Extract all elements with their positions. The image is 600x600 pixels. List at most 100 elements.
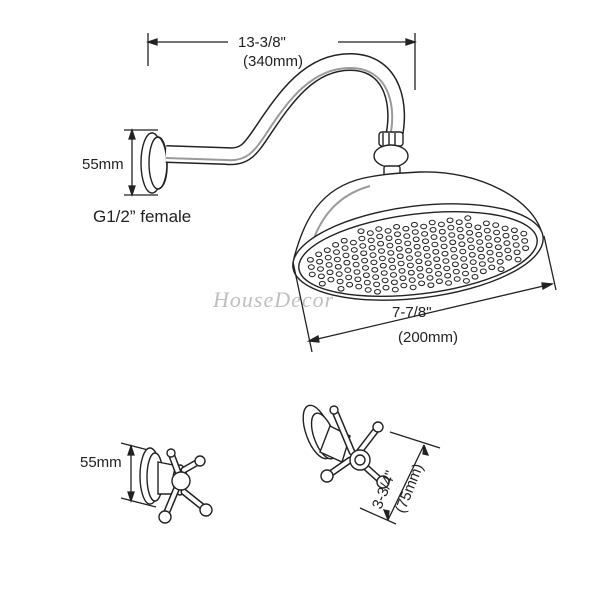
nozzle-hole [462,278,470,284]
nozzle-hole [453,276,461,282]
nozzle-hole [369,252,377,258]
nozzle-hole [391,286,399,293]
nozzle-hole [424,260,432,267]
nozzle-hole [400,282,408,289]
ball-joint [373,131,409,177]
nozzle-hole [483,227,491,234]
nozzle-hole [492,222,500,228]
nozzle-hole [360,250,368,256]
nozzle-hole [512,242,520,248]
nozzle-hole [340,237,348,244]
nozzle-hole [357,228,365,234]
nozzle-hole [503,240,511,246]
nozzle-hole [342,252,350,259]
nozzle-hole [484,235,492,241]
nozzle-hole [306,257,314,263]
nozzle-hole [511,234,519,241]
nozzle-hole [432,249,440,255]
nozzle-hole [362,265,369,271]
nozzle-hole [466,230,474,236]
nozzle-hole [521,238,529,244]
nozzle-hole [452,268,460,275]
nozzle-hole [363,279,371,286]
nozzle-hole [477,246,485,253]
nozzle-hole [479,268,487,275]
nozzle-hole [394,238,402,245]
nozzle-hole [324,254,332,261]
nozzle-hole [317,273,325,280]
nozzle-hole [327,276,335,283]
nozzle-hole [352,261,360,268]
nozzle-hole [440,243,448,250]
nozzle-hole [308,271,316,278]
nozzle-hole [427,282,435,289]
nozzle-hole [371,267,379,273]
nozzle-hole [458,241,466,247]
nozzle-hole [478,261,486,267]
nozzle-hole [414,251,422,257]
nozzle-hole [367,237,375,244]
nozzle-hole [451,254,458,260]
nozzle-hole [496,259,504,265]
nozzle-hole [323,247,331,253]
nozzle-hole [444,272,452,279]
nozzle-hole [335,271,343,277]
nozzle-hole [389,264,397,271]
nozzle-hole [378,248,385,254]
nozzle-hole [494,244,502,250]
nozzle-hole [381,277,389,284]
nozzle-hole [462,270,469,277]
nozzle-hole [332,242,340,248]
nozzle-hole [378,255,386,262]
nozzle-hole [448,232,456,238]
nozzle-hole [390,279,398,286]
nozzle-hole [468,252,476,258]
nozzle-hole [393,224,401,230]
nozzle-hole [337,286,345,292]
nozzle-hole [405,247,413,254]
nozzle-hole [407,269,415,276]
nozzle-hole [341,245,349,251]
nozzle-hole [474,224,482,231]
left-valve-height-dimension [120,442,157,508]
nozzle-hole [397,260,405,267]
nozzle-hole [382,284,390,291]
nozzle-hole [375,226,383,232]
nozzle-hole [501,225,509,232]
nozzle-hole [439,236,447,242]
nozzle-hole [423,253,431,259]
nozzle-hole [384,228,392,234]
nozzle-hole [345,274,353,281]
nozzle-hole [442,258,450,264]
nozzle-hole [395,246,403,252]
nozzle-hole [433,256,441,263]
nozzle-hole [334,264,342,270]
arm-length-metric-label: (340mm) [243,53,303,70]
nozzle-hole [398,268,406,274]
nozzle-hole [374,289,381,295]
nozzle-hole [465,222,473,229]
nozzle-hole [469,259,477,265]
left-valve [139,447,213,524]
nozzle-hole [485,242,493,249]
nozzle-hole [343,259,351,266]
nozzle-hole [486,249,494,256]
nozzle-hole [513,249,521,256]
nozzle-hole [355,283,363,290]
nozzle-hole [399,275,407,282]
nozzle-hole [346,281,354,288]
nozzle-hole [426,275,434,281]
nozzle-hole [325,262,333,268]
nozzle-hole [379,262,387,269]
head-diameter-metric-label: (200mm) [398,329,458,346]
nozzle-hole [459,248,467,255]
nozzle-hole [438,228,446,235]
nozzle-hole [445,280,453,286]
nozzle-hole [450,246,458,253]
nozzle-hole [354,276,362,283]
nozzle-hole [380,270,388,276]
nozzle-hole [456,226,464,233]
nozzle-hole [376,233,384,240]
nozzle-hole [425,267,433,274]
